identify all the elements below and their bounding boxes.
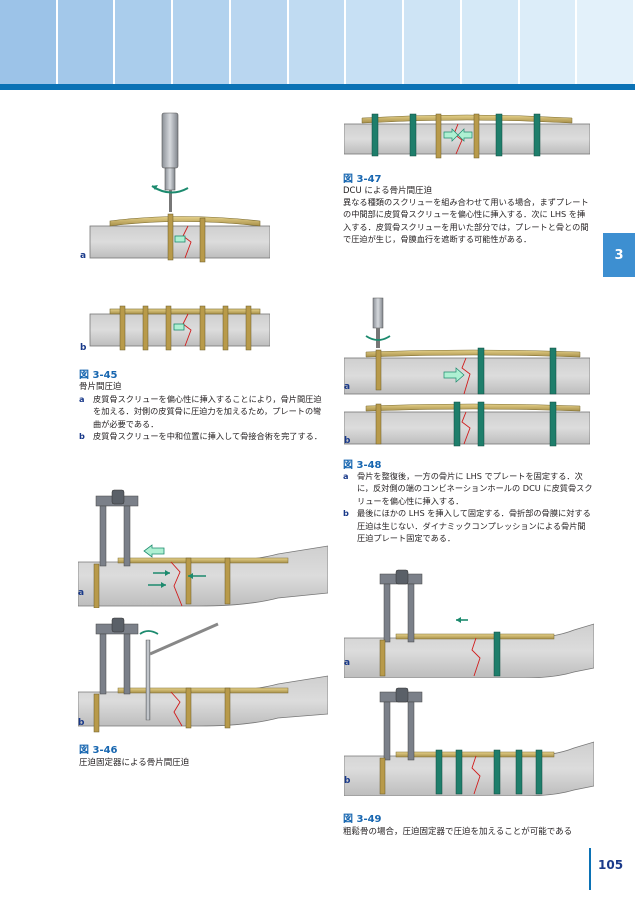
caption-title-3-49: 図 3-49	[343, 814, 382, 825]
panel-letter-b: b	[80, 343, 87, 353]
figure-3-49b: b	[344, 686, 594, 796]
caption-subtitle-3-49: 粗鬆骨の場合，圧迫固定器で圧迫を加えることが可能である	[343, 827, 573, 837]
chapter-header	[0, 0, 635, 90]
page-number: 105	[598, 858, 624, 872]
caption-item: a 皮質骨スクリューを偏心性に挿入することにより，骨片間圧迫を加える．対側の皮質…	[79, 393, 329, 430]
caption-title-3-45: 図 3-45	[79, 370, 118, 381]
panel-letter-a: a	[80, 251, 87, 261]
figure-3-45a: a	[80, 108, 270, 268]
item-key: a	[343, 471, 349, 481]
caption-title-3-46: 図 3-46	[79, 745, 118, 756]
header-rule	[0, 84, 635, 90]
figure-3-48b: b	[344, 400, 590, 448]
caption-item: b 最後にほかの LHS を挿入して固定する．骨折部の骨膜に対する圧迫は生じない…	[343, 507, 593, 544]
figure-3-45b: b	[80, 300, 270, 355]
page-number-rule	[589, 848, 591, 890]
header-tile	[57, 0, 114, 84]
item-text: 骨片を整復後，一方の骨片に LHS でプレートを固定する．次に，反対側の端のコン…	[357, 471, 593, 506]
panel-letter-b: b	[344, 776, 351, 786]
header-tile	[230, 0, 287, 84]
header-tile	[519, 0, 576, 84]
figure-3-49a: a	[344, 568, 594, 678]
header-tile	[288, 0, 345, 84]
header-tile	[404, 0, 460, 84]
item-text: 皮質骨スクリューを中和位置に挿入して骨接合術を完了する．	[93, 431, 323, 442]
caption-list-3-45: a 皮質骨スクリューを偏心性に挿入することにより，骨片間圧迫を加える．対側の皮質…	[79, 393, 329, 443]
caption-item: b 皮質骨スクリューを中和位置に挿入して骨接合術を完了する．	[79, 430, 329, 442]
header-tile	[115, 0, 172, 84]
header-tile	[346, 0, 403, 84]
chapter-tab: 3	[603, 233, 635, 277]
header-tile	[577, 0, 633, 84]
caption-subtitle-3-45: 骨片間圧迫	[79, 382, 122, 392]
panel-letter-b: b	[344, 436, 351, 446]
caption-body-3-47: 異なる種類のスクリューを組み合わせて用いる場合，まずプレートの中間部に皮質骨スク…	[343, 197, 589, 245]
caption-item: a 骨片を整復後，一方の骨片に LHS でプレートを固定する．次に，反対側の端の…	[343, 470, 593, 507]
item-text: 最後にほかの LHS を挿入して固定する．骨折部の骨膜に対する圧迫は生じない．ダ…	[357, 508, 591, 544]
panel-letter-a: a	[78, 588, 85, 598]
figure-3-46a: a	[78, 488, 328, 608]
panel-letter-a: a	[344, 658, 351, 668]
header-tile	[0, 0, 56, 84]
figure-3-46b: b	[78, 614, 328, 734]
item-text: 皮質骨スクリューを偏心性に挿入することにより，骨片間圧迫を加える．対側の皮質骨に…	[93, 394, 322, 429]
caption-subtitle-3-47: DCU による骨片間圧迫	[343, 186, 433, 196]
panel-letter-b: b	[78, 718, 85, 728]
caption-subtitle-3-46: 圧迫固定器による骨片間圧迫	[79, 758, 190, 768]
panel-letter-a: a	[344, 382, 351, 392]
item-key: a	[79, 394, 85, 404]
figure-3-48a: a	[344, 296, 590, 396]
item-key: b	[79, 431, 85, 442]
item-key: b	[343, 508, 349, 519]
caption-list-3-48: a 骨片を整復後，一方の骨片に LHS でプレートを固定する．次に，反対側の端の…	[343, 470, 593, 544]
caption-title-3-48: 図 3-48	[343, 460, 382, 471]
header-tile	[173, 0, 229, 84]
figure-3-47	[344, 110, 590, 165]
header-tile	[461, 0, 518, 84]
caption-title-3-47: 図 3-47	[343, 174, 382, 185]
